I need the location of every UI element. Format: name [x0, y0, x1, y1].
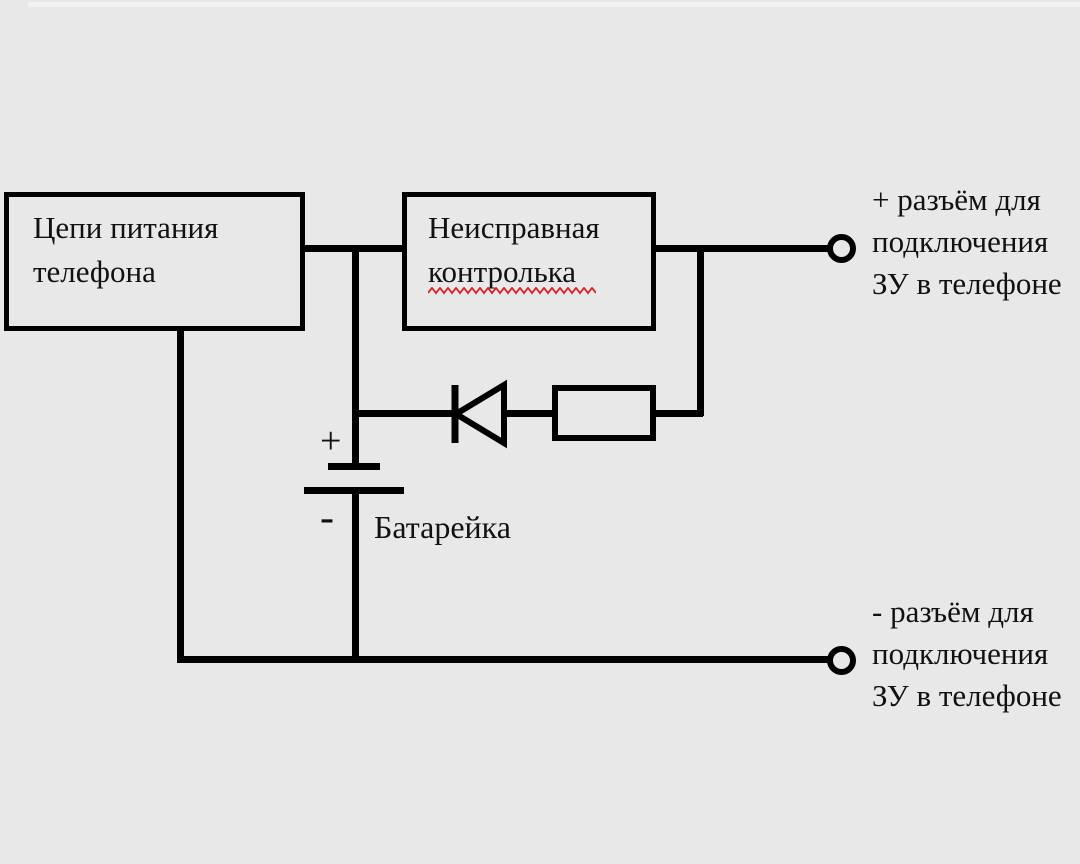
resistor-icon: [552, 385, 656, 441]
negative-terminal-label: - разъём для подключения ЗУ в телефоне: [872, 591, 1062, 717]
positive-terminal-line3: ЗУ в телефоне: [872, 266, 1062, 301]
wire-battery-to-bottom: [352, 491, 359, 661]
spellcheck-squiggle-icon: [428, 287, 596, 295]
wire-junction-to-battery: [352, 245, 359, 466]
power-box-line1: Цепи питания: [33, 210, 219, 245]
battery-minus-label: -: [320, 495, 334, 541]
indicator-lamp-box-label: Неисправная контролька: [428, 206, 600, 295]
negative-terminal-line3: ЗУ в телефоне: [872, 678, 1062, 713]
diode-icon: [450, 379, 507, 449]
wire-indicator-to-positive-terminal: [655, 245, 829, 252]
battery-plus-label: +: [320, 420, 342, 462]
top-edge-highlight: [28, 2, 1080, 7]
wire-resistor-branch-vertical: [697, 245, 704, 416]
battery-name-label: Батарейка: [374, 509, 511, 545]
negative-terminal-line2: подключения: [872, 636, 1049, 671]
battery-positive-plate: [328, 463, 380, 470]
negative-terminal-icon: [827, 646, 856, 675]
power-circuit-box-label: Цепи питания телефона: [33, 206, 218, 294]
positive-terminal-line2: подключения: [872, 224, 1049, 259]
power-box-line2: телефона: [33, 254, 156, 289]
wire-bottom-to-negative-terminal: [177, 656, 828, 663]
power-circuit-box: Цепи питания телефона: [4, 192, 305, 331]
indicator-box-line2-text: контролька: [428, 254, 577, 289]
positive-terminal-icon: [827, 234, 856, 263]
wire-diode-to-resistor: [502, 410, 553, 417]
indicator-box-line2: контролька: [428, 250, 596, 295]
wire-battery-to-diode: [352, 410, 453, 417]
wire-powerbox-to-bottom: [177, 329, 184, 661]
indicator-lamp-box: Неисправная контролька: [402, 192, 656, 331]
indicator-box-line1: Неисправная: [428, 210, 600, 245]
battery-negative-plate: [304, 487, 404, 494]
wire-resistor-to-branch: [655, 410, 703, 417]
positive-terminal-label: + разъём для подключения ЗУ в телефоне: [872, 179, 1062, 305]
negative-terminal-line1: - разъём для: [872, 594, 1034, 629]
positive-terminal-line1: + разъём для: [872, 182, 1041, 217]
